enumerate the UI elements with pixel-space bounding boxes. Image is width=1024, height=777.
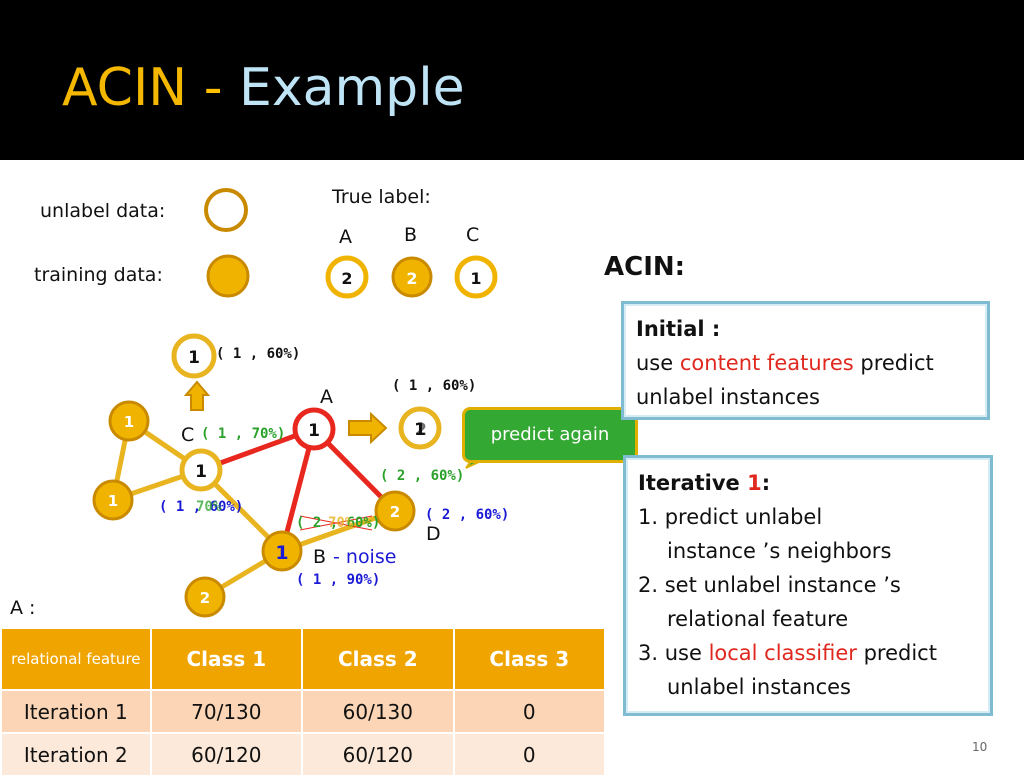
true-label-title: True label: — [332, 186, 431, 208]
annotation-b-node: ( 1 , 90%) — [296, 572, 381, 588]
table-row: Iteration 2 60/120 60/120 0 — [0, 732, 607, 777]
iterative-step-3a: 3. use local classifier predict — [638, 641, 937, 665]
title-bar — [0, 0, 1024, 160]
right-arrow-icon — [348, 411, 388, 445]
table-row: Iteration 1 70/130 60/130 0 — [0, 689, 607, 734]
true-label-value-a: 2 — [341, 269, 352, 288]
true-label-name-b: B — [404, 224, 418, 246]
graph-node-left-mid: 1 — [92, 479, 134, 521]
initial-box: Initial : use content features predict u… — [621, 301, 990, 420]
node-d-value: 2 — [390, 503, 400, 521]
node-label-b: B — [313, 546, 327, 568]
header-relational-feature: relational feature — [0, 627, 152, 691]
header-class-1: Class 1 — [149, 627, 304, 691]
unlabel-legend-node — [204, 188, 248, 232]
table-cell: 60/120 — [149, 732, 304, 777]
annotation-c-left: ( 1 , 60%) — [159, 499, 244, 515]
annotation-d-node: ( 2 , 60%) — [425, 507, 510, 523]
annotation-top-node: ( 1 , 60%) — [216, 346, 301, 362]
gold-edges — [110, 418, 396, 600]
title-dash: - — [187, 58, 240, 118]
annotation-a-d-edge: ( 2 , 60%) — [380, 468, 465, 484]
table-cell: 60/130 — [301, 689, 455, 734]
true-label-node-b: 2 — [391, 256, 433, 298]
content-features-text: content features — [679, 351, 854, 375]
table-cell: 60/120 — [301, 732, 455, 777]
graph-node-d: 2 — [374, 490, 416, 532]
true-label-name-a: A — [339, 226, 352, 248]
annotation-c-left-overlay: 70% — [196, 499, 222, 515]
node-predicted-overlay: 2 — [415, 420, 427, 440]
graph-node-left-top: 1 — [108, 400, 150, 442]
iterative-box: Iterative 1: 1. predict unlabel instance… — [623, 455, 993, 716]
iterative-step-2a: 2. set unlabel instance ’s — [638, 573, 901, 597]
node-b-value: 1 — [275, 542, 288, 564]
table-cell: 0 — [452, 732, 607, 777]
node-label-a: A — [320, 386, 333, 408]
annotation-c-node: ( 1 , 70%) — [201, 426, 286, 442]
table-cell: Iteration 2 — [0, 732, 152, 777]
table-caption: A : — [10, 597, 36, 619]
page-number: 10 — [972, 740, 988, 754]
table-cell: Iteration 1 — [0, 689, 152, 734]
node-label-d: D — [426, 523, 441, 545]
iterative-step-1b: instance ’s neighbors — [667, 539, 892, 563]
true-label-value-c: 1 — [470, 269, 481, 288]
iterative-step-2b: relational feature — [667, 607, 849, 631]
true-label-node-a: 2 — [325, 255, 369, 299]
node-top-value: 1 — [188, 348, 200, 368]
iterative-step-1a: 1. predict unlabel — [638, 505, 823, 529]
graph-node-predicted: 1 2 — [398, 406, 442, 450]
node-label-c: C — [181, 424, 195, 446]
relational-feature-table: relational feature Class 1 Class 2 Class… — [0, 627, 607, 777]
initial-line-2: unlabel instances — [636, 385, 820, 409]
table-header-row: relational feature Class 1 Class 2 Class… — [0, 627, 607, 691]
node-bottom-value: 2 — [200, 589, 210, 607]
graph-node-a: 1 — [292, 407, 336, 451]
annotation-predicted: ( 1 , 60%) — [392, 378, 477, 394]
true-label-node-c: 1 — [454, 255, 498, 299]
initial-line-1: use content features predict — [636, 351, 934, 375]
node-predicted-value: 1 — [414, 420, 426, 440]
table-cell: 0 — [452, 689, 607, 734]
node-left-mid-value: 1 — [108, 492, 118, 510]
title-main: ACIN — [62, 58, 188, 118]
title-sub: Example — [239, 58, 465, 118]
header-class-2: Class 2 — [301, 627, 455, 691]
noise-label: - noise — [333, 546, 397, 568]
annotation-mid-edge-overlay: 70% — [328, 515, 354, 531]
red-edges — [200, 426, 397, 552]
true-label-name-c: C — [466, 224, 480, 246]
initial-title: Initial : — [636, 317, 721, 341]
annotation-mid-edge: ( 2 , 60%) — [296, 515, 381, 531]
acin-heading: ACIN: — [604, 252, 686, 282]
local-classifier-text: local classifier — [708, 641, 857, 665]
unlabel-data-label: unlabel data: — [40, 200, 166, 222]
training-legend-node — [206, 254, 250, 298]
up-arrow-icon — [183, 380, 211, 411]
node-a-value: 1 — [308, 421, 320, 441]
graph-node-c: 1 — [179, 448, 223, 492]
slide-title: ACIN - Example — [62, 58, 465, 118]
graph-node-b: 1 — [261, 530, 303, 572]
node-c-value: 1 — [195, 462, 207, 482]
table-cell: 70/130 — [149, 689, 304, 734]
node-left-top-value: 1 — [124, 413, 134, 431]
header-class-3: Class 3 — [452, 627, 607, 691]
predict-again-callout: predict again — [462, 407, 638, 463]
mid-edge-marks — [299, 515, 373, 531]
true-label-value-b: 2 — [406, 269, 417, 288]
training-data-label: training data: — [34, 264, 163, 286]
iterative-title: Iterative 1: — [638, 471, 771, 495]
graph-node-bottom: 2 — [184, 576, 226, 618]
iterative-step-3b: unlabel instances — [667, 675, 851, 699]
graph-node-top: 1 — [171, 333, 217, 379]
